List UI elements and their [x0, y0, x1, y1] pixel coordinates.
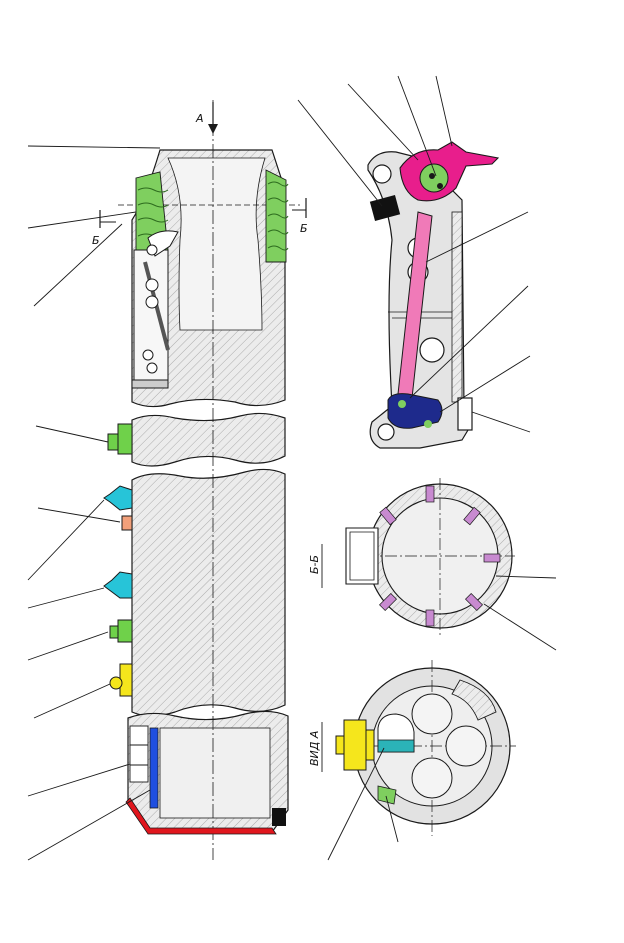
green-nozzle-1 [107, 423, 133, 455]
section-mark-right: Б [292, 198, 308, 235]
bottom-bracket [129, 725, 149, 783]
tube-segment-long [131, 468, 286, 717]
section-bb [345, 478, 515, 636]
salmon-pad [121, 515, 133, 531]
pivot-center [429, 173, 435, 179]
leader-lines-section [483, 575, 557, 651]
navy-clevis [387, 393, 443, 429]
section-mark-left: Б [92, 210, 116, 247]
magenta-hook [399, 141, 500, 202]
tube-bore-bottom [159, 727, 271, 819]
view-arrow-label: А [195, 112, 204, 125]
section-mark-left-label: Б [92, 234, 100, 247]
main-tube [127, 149, 289, 833]
red-seal [125, 797, 277, 835]
yellow-valve [109, 663, 133, 697]
tube-segment-middle [131, 412, 286, 467]
black-block [272, 808, 286, 826]
view-arrow: А [195, 102, 218, 134]
tube-bore-top [167, 157, 266, 331]
green-nozzle-2 [109, 619, 133, 643]
blue-liner [149, 727, 159, 809]
leader-lines-left [27, 145, 161, 861]
section-title: Б-Б [308, 555, 321, 574]
section-mark-right-label: Б [300, 222, 308, 235]
latch-mechanism [131, 230, 179, 389]
leader-lines-right-top [297, 75, 531, 433]
cyan-nozzle-1 [103, 485, 133, 511]
pivot-pin [437, 183, 443, 189]
black-stop [369, 194, 401, 222]
green-insert-right [265, 169, 289, 263]
view-title: ВИД А [308, 731, 321, 766]
leader-lines-view-a [327, 747, 399, 861]
cyan-nozzle-2 [103, 571, 133, 599]
view-a [350, 660, 516, 836]
yellow-valve-view-a [335, 719, 375, 771]
